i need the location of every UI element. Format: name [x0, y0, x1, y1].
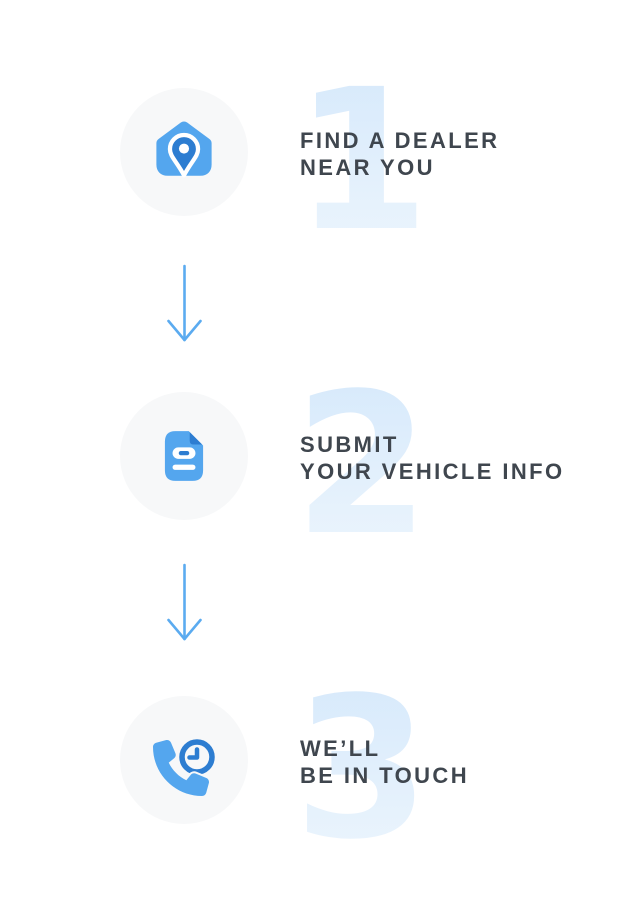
- step-2-big-number: 2: [294, 351, 430, 578]
- vehicle-info-document-icon: [164, 431, 204, 481]
- down-arrow-icon: [167, 563, 202, 641]
- step-1-big-number: 1: [294, 47, 430, 274]
- phone-clock-icon: [151, 738, 215, 796]
- step-3-icon-circle: [120, 696, 248, 824]
- dealer-location-icon: [156, 121, 212, 178]
- step-3-title-line2: BE IN TOUCH: [300, 763, 470, 788]
- step-1-title-line2: NEAR YOU: [300, 155, 435, 180]
- step-1-icon-circle: [120, 88, 248, 216]
- arrow-step2-to-step3: [166, 563, 203, 643]
- down-arrow-icon: [167, 264, 202, 342]
- arrow-step1-to-step2: [166, 264, 203, 344]
- step-3-big-number: 3: [294, 655, 430, 882]
- step-3-title-line1: WE’LL: [300, 736, 381, 761]
- step-2-icon-circle: [120, 392, 248, 520]
- step-2-title-line2: YOUR VEHICLE INFO: [300, 459, 565, 484]
- step-2-title-line1: SUBMIT: [300, 432, 399, 457]
- step-1-title-line1: FIND A DEALER: [300, 128, 500, 153]
